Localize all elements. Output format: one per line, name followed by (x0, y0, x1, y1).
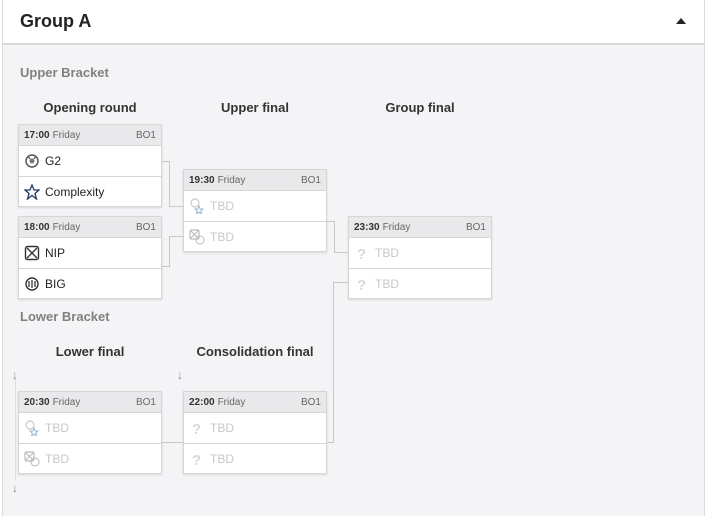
svg-text:?: ? (192, 452, 201, 467)
question-mark-icon: ? (357, 246, 366, 261)
team-name: TBD (45, 452, 69, 466)
g2-complexity-faded-icon (25, 420, 40, 436)
team-row[interactable]: TBD (19, 413, 161, 443)
collapse-button[interactable] (671, 12, 691, 32)
svg-text:?: ? (357, 246, 366, 261)
match-time: 19:30 (189, 175, 215, 186)
team-name: BIG (45, 277, 66, 291)
match-format: BO1 (300, 397, 321, 408)
nip-big-faded-icon (24, 451, 40, 467)
column-title-lower-final: Lower final (55, 344, 125, 359)
team-row[interactable]: ? TBD (184, 413, 326, 443)
arrow-down-icon: ↓ (12, 481, 18, 495)
team-row[interactable]: G2 (19, 146, 161, 176)
connector-line (327, 442, 334, 443)
team-name: TBD (210, 452, 234, 466)
connector-line (162, 266, 169, 267)
column-title-opening-round: Opening round (43, 100, 137, 115)
team-name: Complexity (45, 185, 105, 199)
team-row[interactable]: TBD (19, 443, 161, 473)
connector-line (334, 221, 335, 253)
match-day: Friday (52, 397, 81, 408)
team-row[interactable]: TBD (184, 221, 326, 251)
team-name: TBD (210, 230, 234, 244)
column-title-upper-final: Upper final (221, 100, 289, 115)
match-day: Friday (217, 175, 246, 186)
match-time: 20:30 (24, 397, 50, 408)
connector-line (169, 236, 170, 267)
match-time: 17:00 (24, 130, 50, 141)
arrow-down-icon: ↓ (177, 368, 183, 382)
group-title: Group A (20, 11, 92, 31)
team-row[interactable]: BIG (19, 268, 161, 298)
svg-text:?: ? (192, 421, 201, 436)
caret-up-icon (676, 18, 686, 24)
question-mark-icon: ? (192, 421, 201, 436)
team-row[interactable]: NIP (19, 238, 161, 268)
upper-bracket-title: Upper Bracket (20, 65, 109, 80)
question-mark-icon: ? (192, 452, 201, 467)
team-name: TBD (210, 199, 234, 213)
match-day: Friday (382, 222, 411, 233)
team-name: G2 (45, 154, 62, 168)
match-format: BO1 (465, 222, 486, 233)
team-name: TBD (210, 421, 234, 435)
team-name: TBD (375, 246, 399, 260)
big-logo-icon (25, 277, 39, 291)
team-row[interactable]: ? TBD (184, 443, 326, 473)
team-name: TBD (375, 277, 399, 291)
arrow-down-icon: ↓ (12, 368, 18, 382)
nip-logo-icon (24, 245, 40, 261)
match-format: BO1 (135, 222, 156, 233)
column-title-group-final: Group final (385, 100, 455, 115)
team-row[interactable]: Complexity (19, 176, 161, 206)
match-format: BO1 (135, 397, 156, 408)
connector-line (333, 282, 348, 283)
match-format: BO1 (135, 130, 156, 141)
connector-line (327, 221, 335, 222)
connector-line (333, 282, 334, 443)
team-row[interactable]: ? TBD (349, 268, 491, 298)
connector-line (169, 161, 170, 207)
team-name: TBD (45, 421, 69, 435)
match-day: Friday (217, 397, 246, 408)
team-name: NIP (45, 246, 66, 260)
complexity-star-icon (24, 184, 40, 200)
match-format: BO1 (300, 175, 321, 186)
team-row[interactable]: TBD (184, 191, 326, 221)
group-header[interactable]: Group A (3, 0, 704, 45)
team-row[interactable]: ? TBD (349, 238, 491, 268)
match-time: 23:30 (354, 222, 380, 233)
connector-line (162, 442, 184, 443)
svg-text:?: ? (357, 277, 366, 292)
nip-big-faded-icon (189, 229, 205, 245)
match-time: 22:00 (189, 397, 215, 408)
match-day: Friday (52, 130, 81, 141)
match-time: 18:00 (24, 222, 50, 233)
question-mark-icon: ? (357, 277, 366, 292)
connector-line (15, 380, 16, 480)
connector-line (334, 252, 348, 253)
connector-line (169, 236, 184, 237)
g2-logo-icon (25, 154, 39, 168)
match-day: Friday (52, 222, 81, 233)
g2-complexity-faded-icon (190, 198, 205, 214)
lower-bracket-title: Lower Bracket (20, 309, 110, 324)
connector-line (162, 161, 169, 162)
connector-line (169, 206, 184, 207)
column-title-consolidation-final: Consolidation final (196, 344, 314, 359)
